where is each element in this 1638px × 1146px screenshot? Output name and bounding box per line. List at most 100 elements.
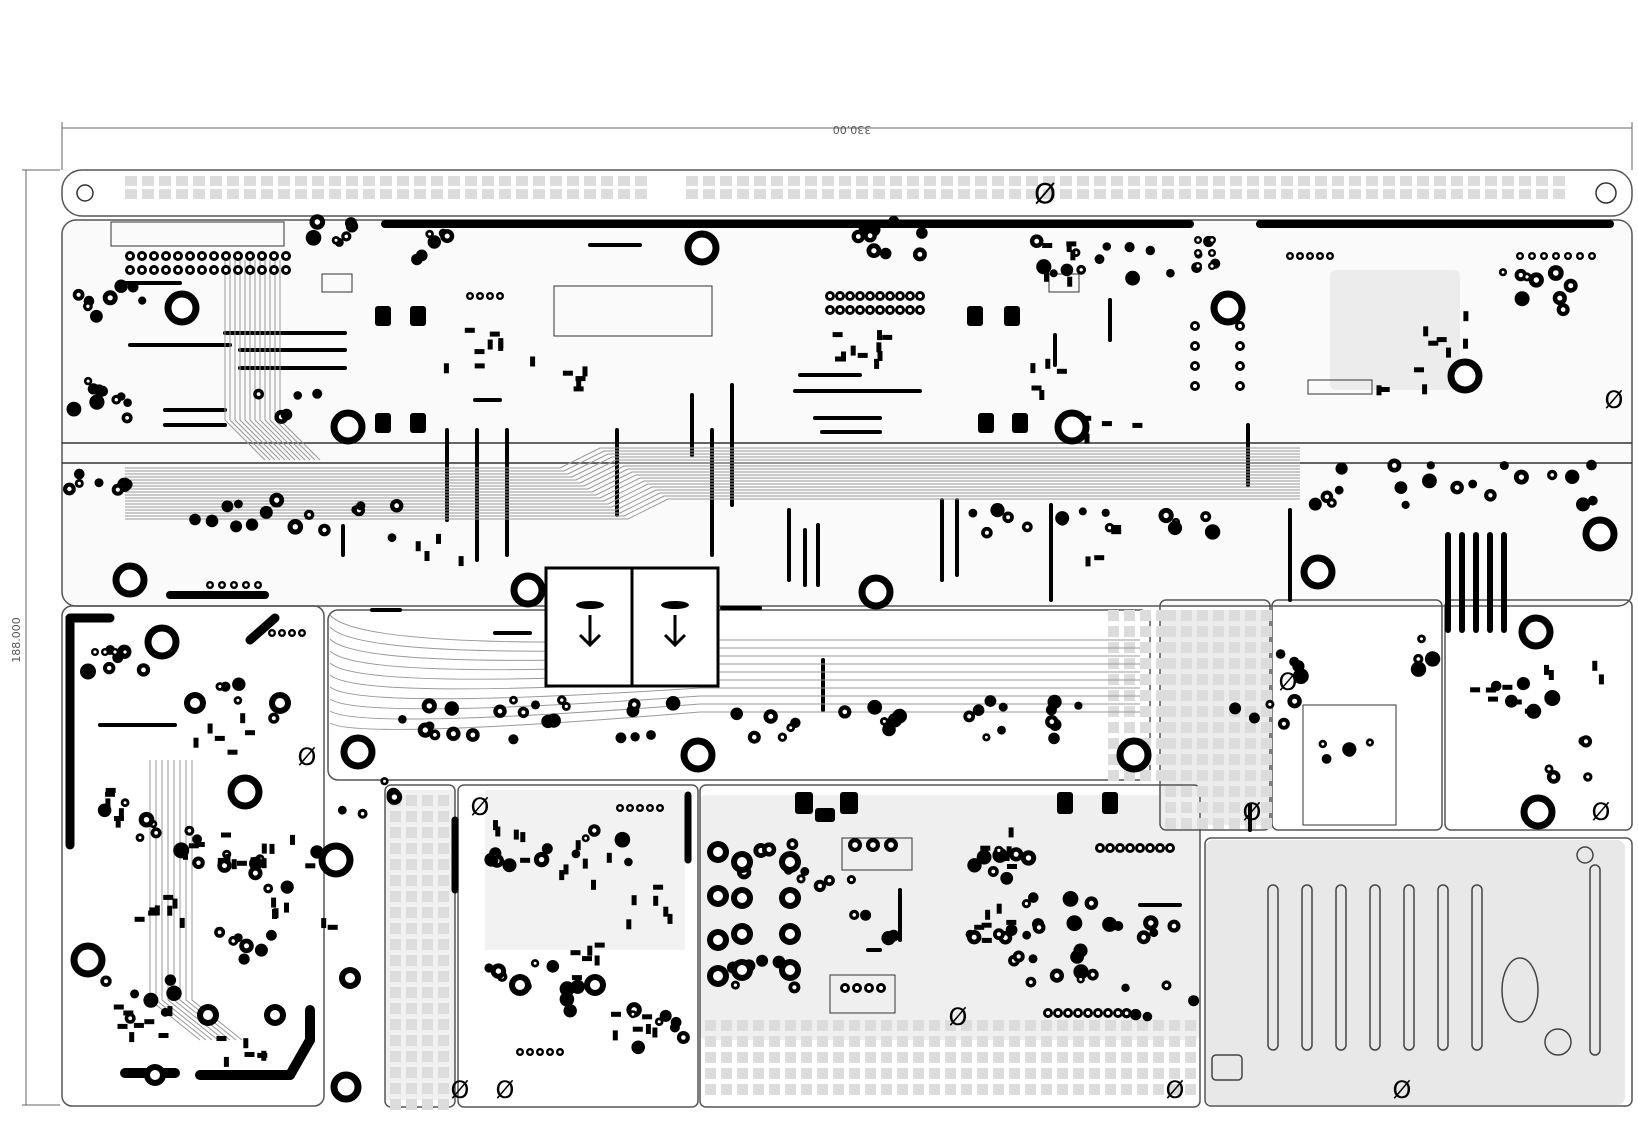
grid-square bbox=[1261, 818, 1272, 829]
grid-square bbox=[1261, 770, 1272, 781]
grid-square bbox=[244, 176, 256, 186]
pad-hole bbox=[584, 837, 587, 840]
grid-square bbox=[897, 1020, 908, 1031]
pad-hole bbox=[1525, 275, 1528, 278]
pad bbox=[1029, 954, 1038, 963]
mounting-hole-icon bbox=[1451, 362, 1479, 390]
pad bbox=[630, 732, 639, 741]
pad-hole bbox=[1534, 277, 1539, 282]
grid-square bbox=[1111, 189, 1123, 199]
grid-square bbox=[720, 189, 732, 199]
smd-pad bbox=[997, 904, 1002, 914]
lug-hole bbox=[203, 1010, 213, 1020]
grid-square bbox=[897, 1052, 908, 1063]
pad bbox=[398, 715, 407, 724]
grid-square bbox=[1140, 690, 1151, 701]
smd-pad bbox=[493, 820, 498, 830]
pad bbox=[1146, 246, 1155, 255]
smd-pad bbox=[611, 1012, 621, 1017]
grid-square bbox=[278, 189, 290, 199]
grid-square bbox=[422, 1051, 433, 1062]
pad-hole bbox=[1568, 283, 1573, 288]
grid-square bbox=[737, 1084, 748, 1095]
grid-square bbox=[913, 1068, 924, 1079]
grid-square bbox=[769, 1068, 780, 1079]
mounting-hole-icon bbox=[1120, 741, 1148, 769]
smd-pad bbox=[520, 832, 525, 842]
pad bbox=[239, 954, 250, 965]
grid-square bbox=[1181, 690, 1192, 701]
smd-pad bbox=[882, 335, 892, 340]
smd-pad bbox=[1044, 272, 1049, 282]
grid-square bbox=[438, 939, 449, 950]
lug-hole bbox=[190, 698, 200, 708]
pad bbox=[508, 734, 518, 744]
pin-hole bbox=[1046, 1011, 1050, 1015]
grid-square bbox=[1060, 176, 1072, 186]
pin-hole bbox=[858, 308, 862, 312]
pad-hole bbox=[1325, 495, 1329, 499]
grid-square bbox=[1434, 176, 1446, 186]
smd-pad bbox=[105, 798, 110, 808]
pad-hole bbox=[534, 962, 537, 965]
pad-hole bbox=[104, 979, 108, 983]
grid-square bbox=[1108, 738, 1119, 749]
grid-square bbox=[390, 987, 401, 998]
smd-pad bbox=[257, 1053, 267, 1058]
pad bbox=[281, 409, 293, 421]
grid-square bbox=[993, 1036, 1004, 1047]
smd-pad bbox=[595, 956, 600, 966]
smd-pad bbox=[159, 1033, 169, 1038]
pin-hole bbox=[879, 986, 883, 990]
grid-square bbox=[1156, 658, 1167, 669]
grid-square bbox=[1089, 1068, 1100, 1079]
pad bbox=[1411, 662, 1426, 677]
pin-hole bbox=[918, 294, 922, 298]
grid-square bbox=[438, 811, 449, 822]
pad bbox=[985, 695, 997, 707]
grid-square bbox=[1181, 770, 1192, 781]
smd-pad bbox=[134, 1023, 144, 1028]
smd-pad bbox=[224, 1057, 229, 1067]
pad bbox=[1425, 651, 1440, 666]
grid-square bbox=[125, 176, 137, 186]
pad-hole bbox=[1080, 268, 1083, 271]
grid-square bbox=[1197, 642, 1208, 653]
smd-pad bbox=[632, 895, 637, 905]
pad bbox=[880, 248, 892, 260]
pad bbox=[89, 395, 104, 410]
grid-square bbox=[993, 1052, 1004, 1063]
width-dimension-label: 330.00 bbox=[833, 123, 872, 136]
smd-pad bbox=[237, 861, 247, 866]
smd-pad bbox=[1086, 556, 1091, 566]
grid-square bbox=[1181, 802, 1192, 813]
pad-hole bbox=[315, 219, 320, 224]
pad-hole bbox=[1282, 722, 1286, 726]
grid-square bbox=[390, 1003, 401, 1014]
grid-square bbox=[1025, 1052, 1036, 1063]
grid-square bbox=[635, 189, 647, 199]
grid-square bbox=[438, 859, 449, 870]
grid-square bbox=[890, 189, 902, 199]
grid-square bbox=[278, 176, 290, 186]
grid-square bbox=[1383, 189, 1395, 199]
grid-square bbox=[1165, 802, 1176, 813]
smd-pad bbox=[653, 896, 658, 906]
smd-pad bbox=[183, 850, 188, 860]
grid-square bbox=[788, 189, 800, 199]
pad bbox=[1063, 891, 1079, 907]
grid-square bbox=[1153, 1036, 1164, 1047]
mounting-hole-icon bbox=[148, 628, 176, 656]
grid-square bbox=[1213, 642, 1224, 653]
pad bbox=[1336, 463, 1348, 475]
pad-hole bbox=[1488, 493, 1492, 497]
pad bbox=[997, 726, 1006, 735]
grid-square bbox=[941, 176, 953, 186]
pin-hole bbox=[1554, 254, 1557, 257]
grid-square bbox=[1041, 1020, 1052, 1031]
grid-square bbox=[1073, 1036, 1084, 1047]
smd-pad bbox=[583, 859, 588, 869]
pad-hole bbox=[1025, 902, 1028, 905]
smd-pad bbox=[194, 738, 199, 748]
